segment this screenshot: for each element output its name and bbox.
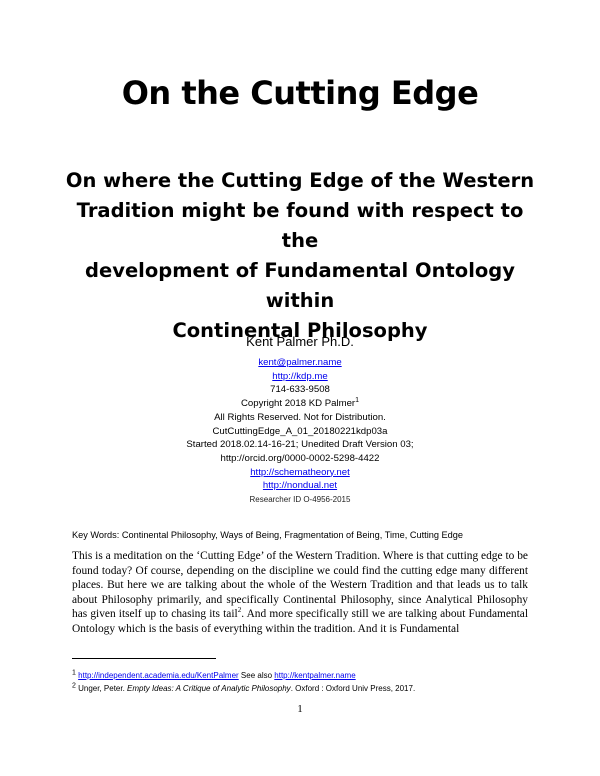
researcher-id: Researcher ID O-4956-2015 bbox=[249, 495, 351, 505]
subtitle-line: Tradition might be found with respect to… bbox=[76, 199, 524, 252]
body-paragraph: This is a meditation on the ‘Cutting Edg… bbox=[72, 550, 529, 635]
kentpalmer-link[interactable]: http://kentpalmer.name bbox=[274, 671, 356, 680]
keywords: Key Words: Continental Philosophy, Ways … bbox=[72, 530, 464, 540]
footnote-divider bbox=[72, 658, 216, 659]
phone-number: 714-633-9508 bbox=[270, 384, 330, 396]
copyright-line: Copyright 2018 KD Palmer1 bbox=[240, 396, 360, 410]
file-id: CutCuttingEdge_A_01_20180221kdp03a bbox=[212, 425, 388, 437]
schematheory-link[interactable]: http://schematheory.net bbox=[250, 466, 350, 478]
subtitle-line: Continental Philosophy bbox=[172, 319, 428, 342]
author-name: Kent Palmer Ph.D. bbox=[246, 334, 354, 349]
footnote-ref[interactable]: 1 bbox=[355, 396, 360, 404]
footnote-ref[interactable]: 2 bbox=[237, 606, 242, 615]
nondual-link[interactable]: http://nondual.net bbox=[262, 480, 338, 492]
footnote-2: 2 Unger, Peter. Empty Ideas: A Critique … bbox=[72, 682, 416, 693]
paper-subtitle: On where the Cutting Edge of the Western… bbox=[60, 166, 540, 346]
academia-link[interactable]: http://independent.academia.edu/KentPalm… bbox=[78, 671, 239, 680]
orcid-url: http://orcid.org/0000-0002-5298-4422 bbox=[220, 452, 380, 464]
website-link[interactable]: http://kdp.me bbox=[272, 370, 328, 382]
draft-info: Started 2018.02.14-16-21; Unedited Draft… bbox=[186, 439, 414, 451]
author-contact-block: kent@palmer.name http://kdp.me 714-633-9… bbox=[0, 356, 600, 507]
subtitle-line: development of Fundamental Ontology with… bbox=[85, 259, 515, 312]
paper-title: On the Cutting Edge bbox=[121, 74, 479, 112]
page-number: 1 bbox=[297, 703, 303, 715]
rights-line: All Rights Reserved. Not for Distributio… bbox=[214, 411, 386, 423]
email-link[interactable]: kent@palmer.name bbox=[258, 357, 342, 368]
footnote-1: 1 http://independent.academia.edu/KentPa… bbox=[72, 669, 356, 680]
subtitle-line: On where the Cutting Edge of the Western bbox=[65, 169, 535, 192]
